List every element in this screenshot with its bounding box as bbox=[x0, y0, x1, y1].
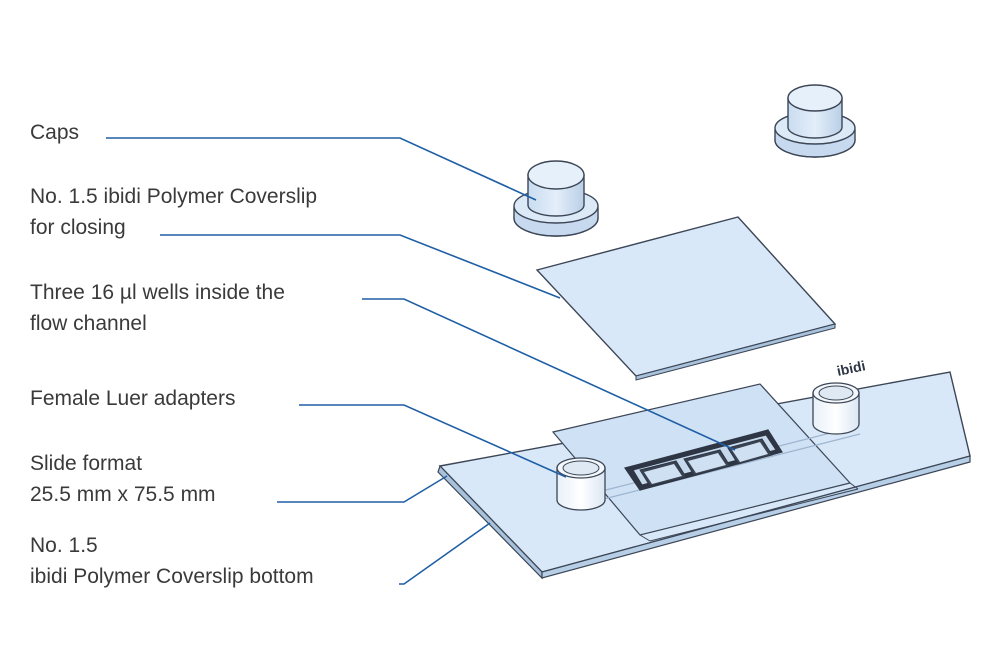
leader-line-coverslip-closing bbox=[160, 234, 561, 299]
cap-left bbox=[513, 160, 599, 237]
label-wells: Three 16 µl wells inside the flow channe… bbox=[30, 277, 285, 339]
label-coverslip-bottom-line1: No. 1.5 bbox=[30, 534, 98, 557]
luer-adapter-left bbox=[556, 457, 606, 511]
label-wells-line2: flow channel bbox=[30, 312, 147, 335]
label-coverslip-bottom: No. 1.5 ibidi Polymer Coverslip bottom bbox=[30, 530, 314, 592]
wells bbox=[624, 429, 783, 491]
leader-line-luer bbox=[299, 404, 567, 478]
label-slide-format-line1: Slide format bbox=[30, 452, 143, 475]
leader-line-coverslip-bottom bbox=[399, 522, 491, 585]
label-slide-format-line2: 25.5 mm x 75.5 mm bbox=[30, 483, 216, 506]
label-coverslip-bottom-line2: ibidi Polymer Coverslip bottom bbox=[30, 565, 314, 588]
label-caps-text: Caps bbox=[30, 121, 80, 144]
well-1 bbox=[639, 460, 687, 487]
label-slide-format: Slide format 25.5 mm x 75.5 mm bbox=[30, 448, 216, 510]
label-coverslip-closing-line1: No. 1.5 ibidi Polymer Coverslip bbox=[30, 185, 318, 208]
leader-line-slide-format bbox=[277, 475, 448, 503]
well-2 bbox=[683, 449, 731, 476]
leader-line-wells bbox=[362, 298, 736, 451]
label-coverslip-closing: No. 1.5 ibidi Polymer Coverslip for clos… bbox=[30, 181, 317, 243]
leader-lines bbox=[106, 137, 736, 585]
label-luer-text: Female Luer adapters bbox=[30, 387, 236, 410]
label-caps: Caps bbox=[30, 117, 79, 148]
ibidi-logo: ibidi bbox=[835, 357, 866, 379]
cap-right bbox=[774, 84, 856, 158]
slide-base bbox=[437, 371, 971, 580]
luer-adapter-right bbox=[812, 382, 860, 435]
leader-line-caps bbox=[106, 137, 537, 201]
label-wells-line1: Three 16 µl wells inside the bbox=[30, 281, 285, 304]
label-coverslip-closing-line2: for closing bbox=[30, 216, 126, 239]
well-3 bbox=[727, 438, 773, 465]
label-luer: Female Luer adapters bbox=[30, 383, 235, 414]
coverslip-closing bbox=[535, 216, 837, 381]
